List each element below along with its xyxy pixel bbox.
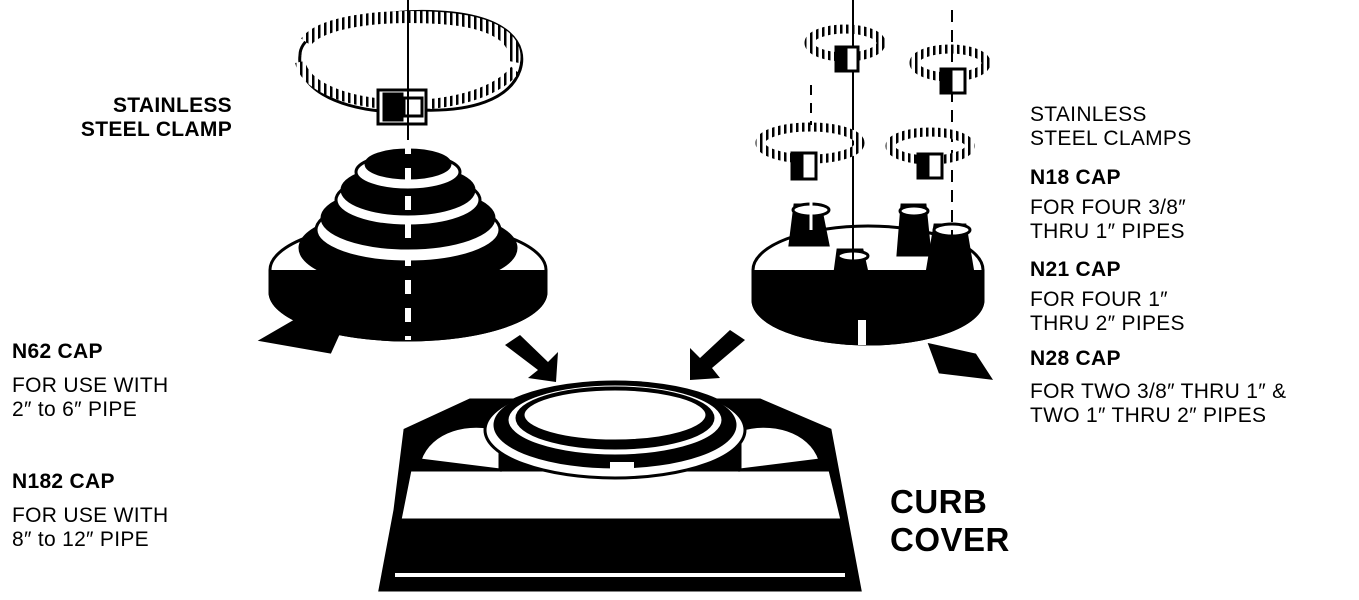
n21-title: N21 CAP <box>1030 258 1121 282</box>
n18-desc-line1: FOR FOUR 3/8″ <box>1030 196 1186 220</box>
n182-desc-line2: 8″ to 12″ PIPE <box>12 528 168 552</box>
clamps-right-label: STAINLESS STEEL CLAMPS <box>1030 103 1192 151</box>
n182-desc: FOR USE WITH 8″ to 12″ PIPE <box>12 504 168 552</box>
curb-cover-line1: CURB <box>890 483 1010 521</box>
n182-title: N182 CAP <box>12 470 115 494</box>
n28-title: N28 CAP <box>1030 347 1121 371</box>
clamp-left-line1: STAINLESS <box>40 94 232 118</box>
n18-title-text: N18 CAP <box>1030 166 1121 190</box>
curb-cover-label: CURB COVER <box>890 483 1010 559</box>
left-clamp <box>300 0 522 140</box>
clamp-left-label: STAINLESS STEEL CLAMP <box>40 94 232 142</box>
n28-title-text: N28 CAP <box>1030 347 1121 371</box>
n21-desc: FOR FOUR 1″ THRU 2″ PIPES <box>1030 288 1185 336</box>
n21-desc-line1: FOR FOUR 1″ <box>1030 288 1185 312</box>
n18-desc: FOR FOUR 3/8″ THRU 1″ PIPES <box>1030 196 1186 244</box>
left-arrow <box>505 335 558 382</box>
n21-desc-line2: THRU 2″ PIPES <box>1030 312 1185 336</box>
n21-title-text: N21 CAP <box>1030 258 1121 282</box>
clamps-right-line2: STEEL CLAMPS <box>1030 127 1192 151</box>
n62-desc-line2: 2″ to 6″ PIPE <box>12 398 168 422</box>
n182-desc-line1: FOR USE WITH <box>12 504 168 528</box>
n18-title: N18 CAP <box>1030 166 1121 190</box>
clamp-left-line2: STEEL CLAMP <box>40 118 232 142</box>
curb-cover <box>380 382 860 590</box>
n62-desc-line1: FOR USE WITH <box>12 374 168 398</box>
clamps-right-line1: STAINLESS <box>1030 103 1192 127</box>
n62-desc: FOR USE WITH 2″ to 6″ PIPE <box>12 374 168 422</box>
n28-desc-line1: FOR TWO 3/8″ THRU 1″ & <box>1030 380 1286 404</box>
n18-desc-line2: THRU 1″ PIPES <box>1030 220 1186 244</box>
n62-title-text: N62 CAP <box>12 340 103 364</box>
n28-desc-line2: TWO 1″ THRU 2″ PIPES <box>1030 404 1286 428</box>
curb-cover-line2: COVER <box>890 521 1010 559</box>
right-clamps <box>760 29 986 179</box>
right-arrow <box>690 330 745 380</box>
n182-title-text: N182 CAP <box>12 470 115 494</box>
n62-title: N62 CAP <box>12 340 103 364</box>
n62-cap <box>262 140 546 352</box>
n28-desc: FOR TWO 3/8″ THRU 1″ & TWO 1″ THRU 2″ PI… <box>1030 380 1286 428</box>
